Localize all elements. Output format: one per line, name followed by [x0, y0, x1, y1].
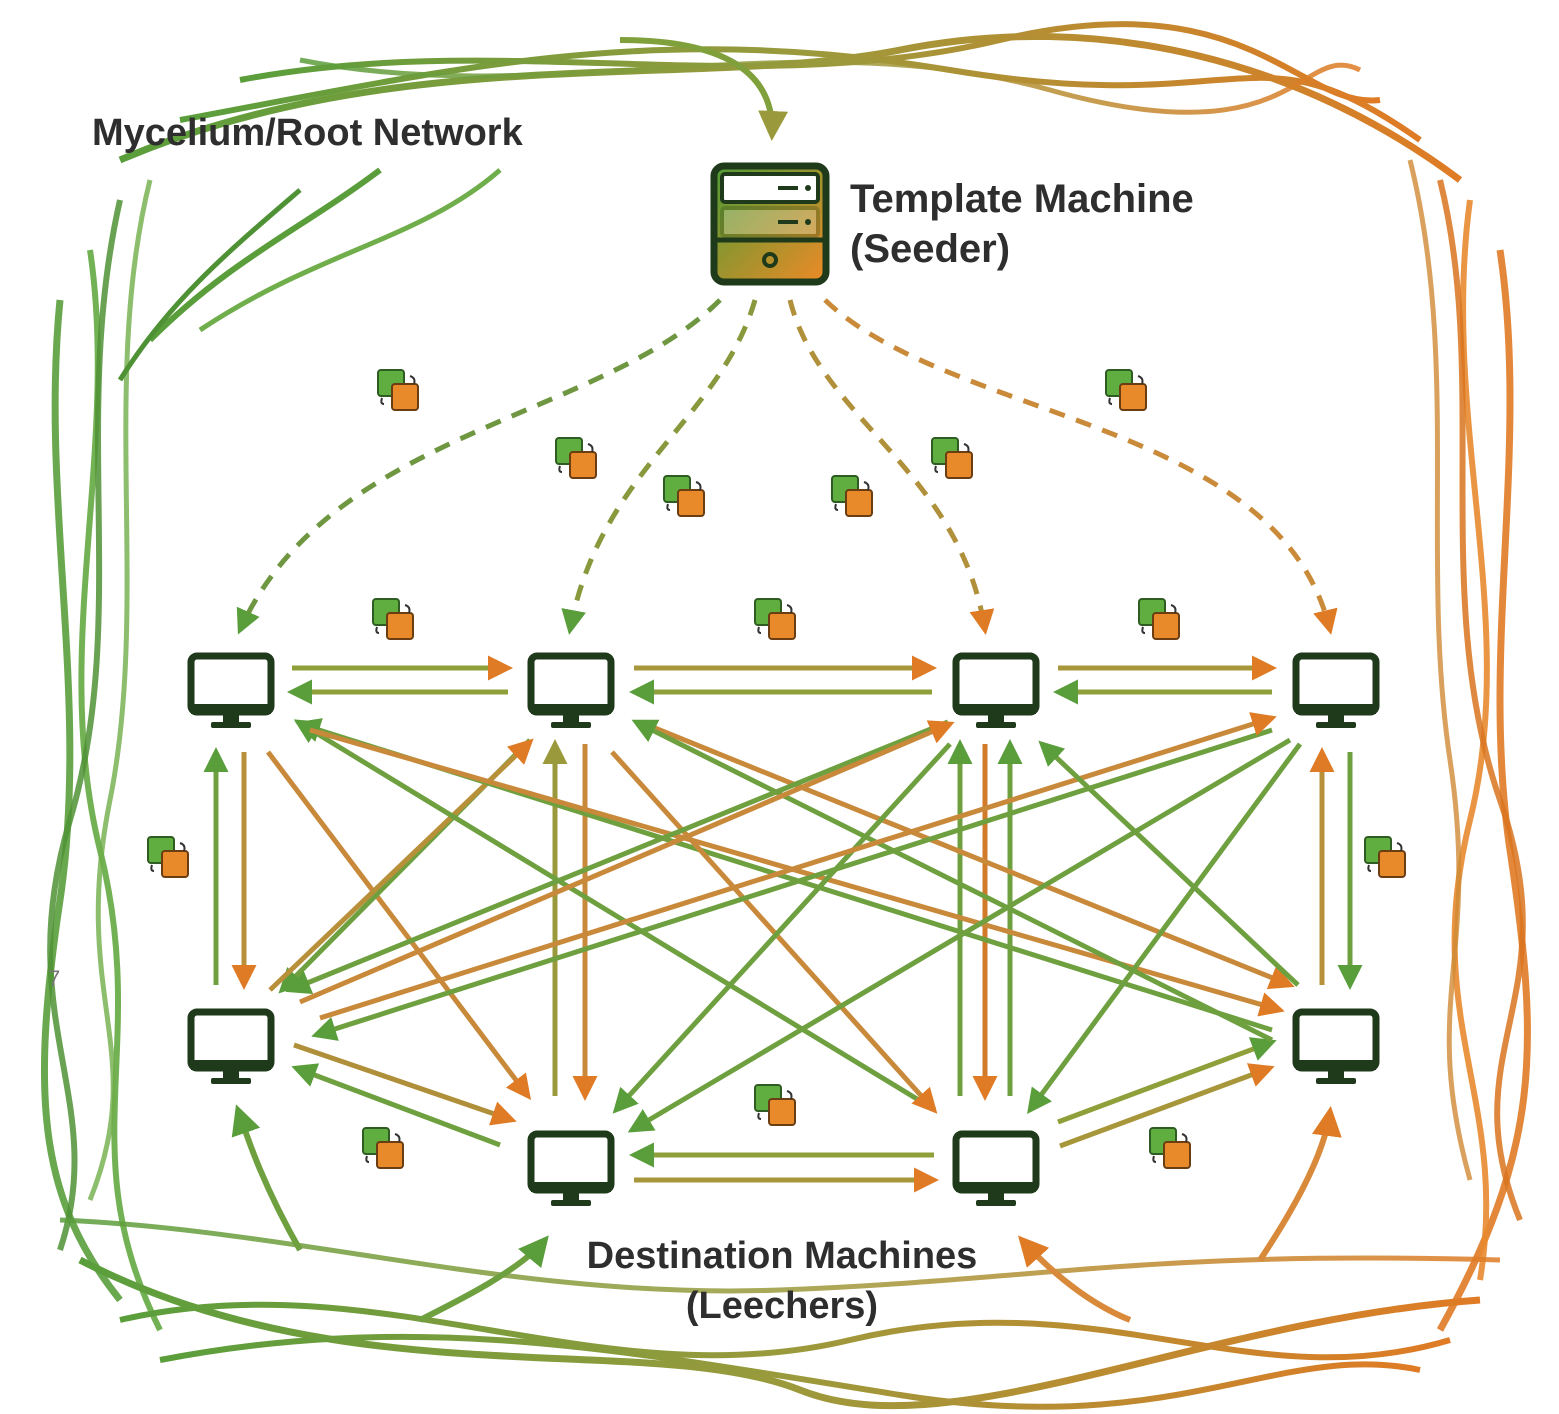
peer-arrow	[291, 1063, 501, 1148]
copy-transfer-icon	[831, 475, 873, 517]
network-label: Mycelium/Root Network	[92, 112, 524, 154]
copy-transfer-icon	[754, 598, 796, 640]
copy-transfer-icon	[1149, 1127, 1191, 1169]
copy-transfer-icon	[1364, 836, 1406, 878]
template-label-line1: Template Machine	[850, 177, 1194, 221]
seed-arrow-2	[561, 299, 758, 635]
mycelium-root-network	[40, 21, 1531, 1410]
copy-transfer-icon	[1105, 369, 1147, 411]
monitor-icon	[956, 656, 1036, 728]
peer-arrow	[299, 720, 955, 1005]
monitor-icon	[531, 656, 611, 728]
stray-mark: 7	[48, 966, 60, 991]
peer-arrow	[311, 727, 1273, 1041]
copy-transfer-icon	[372, 598, 414, 640]
copy-transfer-icon	[555, 437, 597, 479]
vine-arrow	[231, 1104, 303, 1252]
seed-arrow-1	[236, 298, 722, 635]
seed-arrow-4	[823, 298, 1338, 635]
peer-arrow	[1057, 1037, 1277, 1125]
copy-transfer-icon	[663, 475, 705, 517]
seed-arrow-3	[787, 299, 995, 635]
peer-arrow	[631, 719, 1274, 1043]
server-icon	[710, 162, 830, 286]
destination-label-line1: Destination Machines	[587, 1235, 978, 1277]
monitor-icon	[191, 656, 271, 728]
peer-arrow	[639, 719, 1295, 990]
peer-arrow	[610, 750, 938, 1114]
monitor-icon	[1296, 1012, 1376, 1084]
vine-arrow	[1017, 1235, 1132, 1323]
vine-arrow	[418, 1235, 549, 1323]
peer-arrow	[627, 737, 1292, 1133]
monitor-icon	[956, 1134, 1036, 1206]
template-label-line2: (Seeder)	[850, 227, 1010, 271]
vine-arrow	[1257, 1106, 1342, 1262]
copy-transfer-icon	[754, 1084, 796, 1126]
transfer-icons	[147, 369, 1406, 1169]
peer-arrow	[285, 719, 949, 995]
copy-transfer-icon	[931, 437, 973, 479]
peer-links	[203, 655, 1363, 1323]
peer-arrow	[293, 719, 937, 1113]
peer-arrow	[1038, 740, 1300, 987]
copy-transfer-icon	[147, 836, 189, 878]
copy-transfer-icon	[362, 1127, 404, 1169]
peer-arrow	[293, 1042, 517, 1126]
peer-arrow	[1059, 1063, 1275, 1149]
monitor-icon	[191, 1012, 271, 1084]
peer-arrow	[268, 738, 534, 992]
network-arrow	[619, 37, 789, 141]
monitor-icon	[1296, 656, 1376, 728]
copy-transfer-icon	[377, 369, 419, 411]
peer-arrow	[612, 742, 952, 1114]
seeder-links	[236, 298, 1338, 635]
peer-arrow	[266, 750, 532, 1100]
monitor-icon	[531, 1134, 611, 1206]
peer-arrow	[1027, 742, 1303, 1115]
destination-label-line2: (Leechers)	[686, 1285, 878, 1327]
peer-arrow	[319, 712, 1277, 1021]
copy-transfer-icon	[1138, 598, 1180, 640]
